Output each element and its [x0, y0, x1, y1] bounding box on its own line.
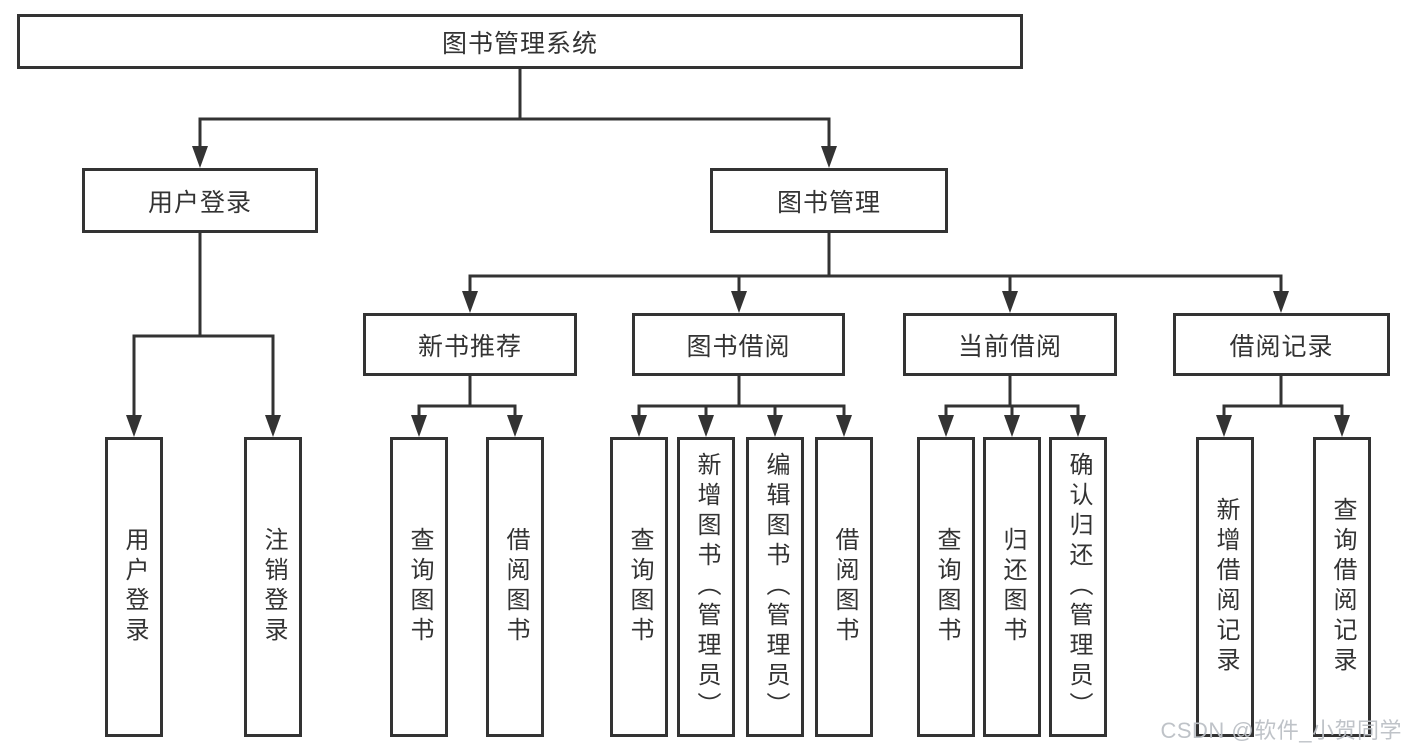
node-label: 查询借阅记录	[1329, 497, 1356, 677]
node-label: 借阅图书	[831, 527, 858, 647]
leaf-query-borrow-record: 查询借阅记录	[1313, 437, 1371, 737]
node-label: 新增借阅记录	[1212, 497, 1239, 677]
node-user-login-module: 用户登录	[82, 168, 318, 233]
node-label: 新增图书（管理员）	[693, 452, 720, 722]
leaf-query-books-2: 查询图书	[610, 437, 668, 737]
node-label: 借阅图书	[502, 527, 529, 647]
csdn-watermark: CSDN @软件_小贺同学	[1160, 718, 1402, 743]
leaf-query-books-1: 查询图书	[390, 437, 448, 737]
node-label: 归还图书	[999, 527, 1026, 647]
node-label: 查询图书	[626, 527, 653, 647]
leaf-borrow-books-1: 借阅图书	[486, 437, 544, 737]
node-label: 借阅记录	[1229, 332, 1334, 361]
leaf-add-borrow-record: 新增借阅记录	[1196, 437, 1254, 737]
node-label: 图书管理系统	[441, 29, 598, 58]
node-label: 新书推荐	[417, 332, 522, 361]
node-label: 编辑图书（管理员）	[762, 452, 789, 722]
leaf-user-login: 用户登录	[105, 437, 163, 737]
node-book-borrowing: 图书借阅	[632, 313, 845, 376]
leaf-add-books-admin: 新增图书（管理员）	[677, 437, 735, 737]
node-label: 当前借阅	[957, 332, 1062, 361]
node-label: 查询图书	[933, 527, 960, 647]
leaf-edit-books-admin: 编辑图书（管理员）	[746, 437, 804, 737]
leaf-return-books: 归还图书	[983, 437, 1041, 737]
node-label: 图书管理	[776, 188, 881, 217]
node-root-system: 图书管理系统	[17, 14, 1023, 69]
node-label: 确认归还（管理员）	[1065, 452, 1092, 722]
arrowheads	[126, 146, 1350, 437]
node-borrowing-records: 借阅记录	[1173, 313, 1390, 376]
connector-lines	[132, 69, 1344, 419]
node-new-book-recommend: 新书推荐	[363, 313, 577, 376]
node-current-borrowing: 当前借阅	[903, 313, 1117, 376]
leaf-query-books-3: 查询图书	[917, 437, 975, 737]
leaf-confirm-return-admin: 确认归还（管理员）	[1049, 437, 1107, 737]
leaf-logout: 注销登录	[244, 437, 302, 737]
leaf-borrow-books-2: 借阅图书	[815, 437, 873, 737]
node-book-management-module: 图书管理	[710, 168, 948, 233]
node-label: 用户登录	[147, 188, 252, 217]
node-label: 查询图书	[406, 527, 433, 647]
node-label: 图书借阅	[686, 332, 791, 361]
node-label: 注销登录	[260, 527, 287, 647]
node-label: 用户登录	[121, 527, 148, 647]
